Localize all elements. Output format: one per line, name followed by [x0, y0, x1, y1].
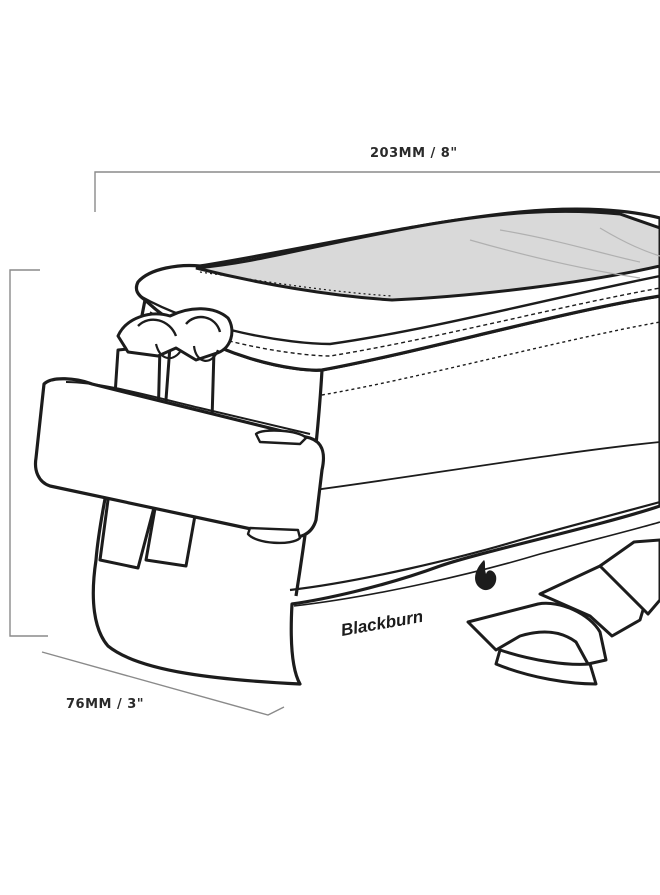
brand-logo-text: Blackburn [339, 607, 424, 640]
width-dimension-label: 203MM / 8" [370, 146, 458, 161]
front-flap [33, 377, 326, 545]
brand-flame-icon [475, 560, 497, 591]
bag-body [91, 294, 660, 686]
width-dimension-line [94, 171, 660, 212]
phone-window [195, 209, 660, 302]
depth-dimension-line [41, 651, 285, 716]
bottom-straps [466, 538, 660, 686]
height-dimension-line [9, 269, 48, 637]
depth-dimension-label: 76MM / 3" [66, 697, 145, 712]
